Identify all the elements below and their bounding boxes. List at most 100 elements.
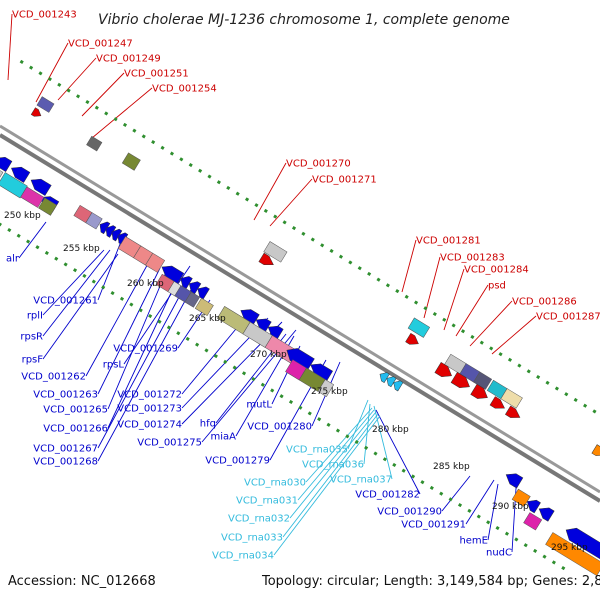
tick-dot [329,248,334,254]
leader-line [7,13,13,81]
gene-label: VCD_001262 [21,372,86,383]
leader-line [97,267,161,395]
gene-label: VCD_001275 [137,438,202,449]
tick-dot [410,474,416,479]
leader-line [107,277,179,429]
tick-dot [0,222,2,227]
leader-line [42,253,119,360]
gene-feature [258,252,274,266]
gene-block [36,96,55,113]
tick-dot [195,342,200,347]
gene-feature [11,166,31,183]
tick-dot [207,174,212,179]
tick-dot [451,323,456,328]
leader-line [487,483,499,541]
tick-dot [226,185,231,191]
gene-feature [523,512,543,531]
gene-label: VCD_001267 [33,444,98,455]
kbp-label: 295 kbp [551,543,588,553]
gene-feature [121,152,141,171]
tick-dot [157,319,162,324]
tick-dot [85,99,90,105]
tick-dot [91,279,96,284]
gene-arrow [258,252,274,266]
kbp-label: 255 kbp [63,244,100,254]
gene-label: VCD_001270 [286,159,351,170]
gene-label: alr [6,254,20,265]
leader-line [363,403,371,465]
gene-label: VCD_001243 [12,10,77,21]
tick-dot [19,59,24,64]
tick-dot [169,151,175,156]
gene-feature [286,348,315,372]
tick-dot [166,325,171,330]
leader-line [305,407,373,483]
gene-feature [145,252,166,273]
gene-label: rplI [27,311,43,322]
leader-line [42,249,111,337]
gene-block [85,212,103,230]
gene-block [263,241,288,263]
gene-arrow [393,380,404,392]
gene-arrow [591,444,600,456]
tick-dot [75,94,81,99]
tick-dot [338,254,344,259]
tick-dot [44,250,49,256]
gene-feature [188,281,202,295]
gene-arrow [565,527,600,563]
tick-dot [254,203,259,208]
gene-label: hfq [200,419,216,430]
kbp-label: 290 kbp [492,502,529,512]
gene-feature [317,379,335,397]
tick-dot [282,220,287,225]
tick-dot [47,77,52,82]
gene-feature [180,276,193,290]
tick-dot [536,374,541,380]
gene-arrow [197,286,210,300]
tick-dot [101,285,106,290]
leader-line [97,283,187,449]
leader-line [373,405,393,480]
tick-dot [204,348,209,353]
leader-line [85,259,151,377]
gene-label: VCD_001287 [536,312,600,323]
gene-label: VCD_001286 [512,297,577,308]
tick-dot [486,520,491,525]
gene-arrow [405,332,419,345]
leader-line [97,243,121,301]
gene-block [317,379,335,397]
gene-arrow [30,178,52,196]
tick-dot [176,331,181,336]
gene-feature [505,405,521,418]
gene-label: VCD_001283 [440,253,505,264]
gene-arrow [99,221,111,235]
gene-feature [99,221,111,235]
tick-dot [245,197,250,202]
gene-arrow [30,107,42,117]
tick-dot [439,491,444,496]
gene-label: VCD_001280 [247,422,312,433]
gene-feature [591,444,600,456]
gene-feature [505,473,524,489]
gene-feature [240,309,260,326]
tick-dot [367,271,372,276]
tick-dot [129,302,134,307]
leader-line [35,42,69,103]
gene-arrow [161,265,185,284]
tick-dot [404,294,409,299]
tick-dot [495,525,500,531]
tick-dot [345,434,350,439]
leader-line [97,287,193,462]
gene-block [523,512,543,531]
leader-line [269,178,313,227]
gene-label: VCD_001263 [33,390,98,401]
tick-dot [592,409,597,414]
tick-dot [432,311,437,317]
tick-dot [583,403,588,408]
gene-feature [105,225,117,238]
gene-label: VCD_rna035 [286,445,348,456]
gene-feature [20,186,45,208]
gene-label: VCD_rna033 [221,533,283,544]
tick-dot [151,140,156,145]
tick-dot [179,157,184,162]
